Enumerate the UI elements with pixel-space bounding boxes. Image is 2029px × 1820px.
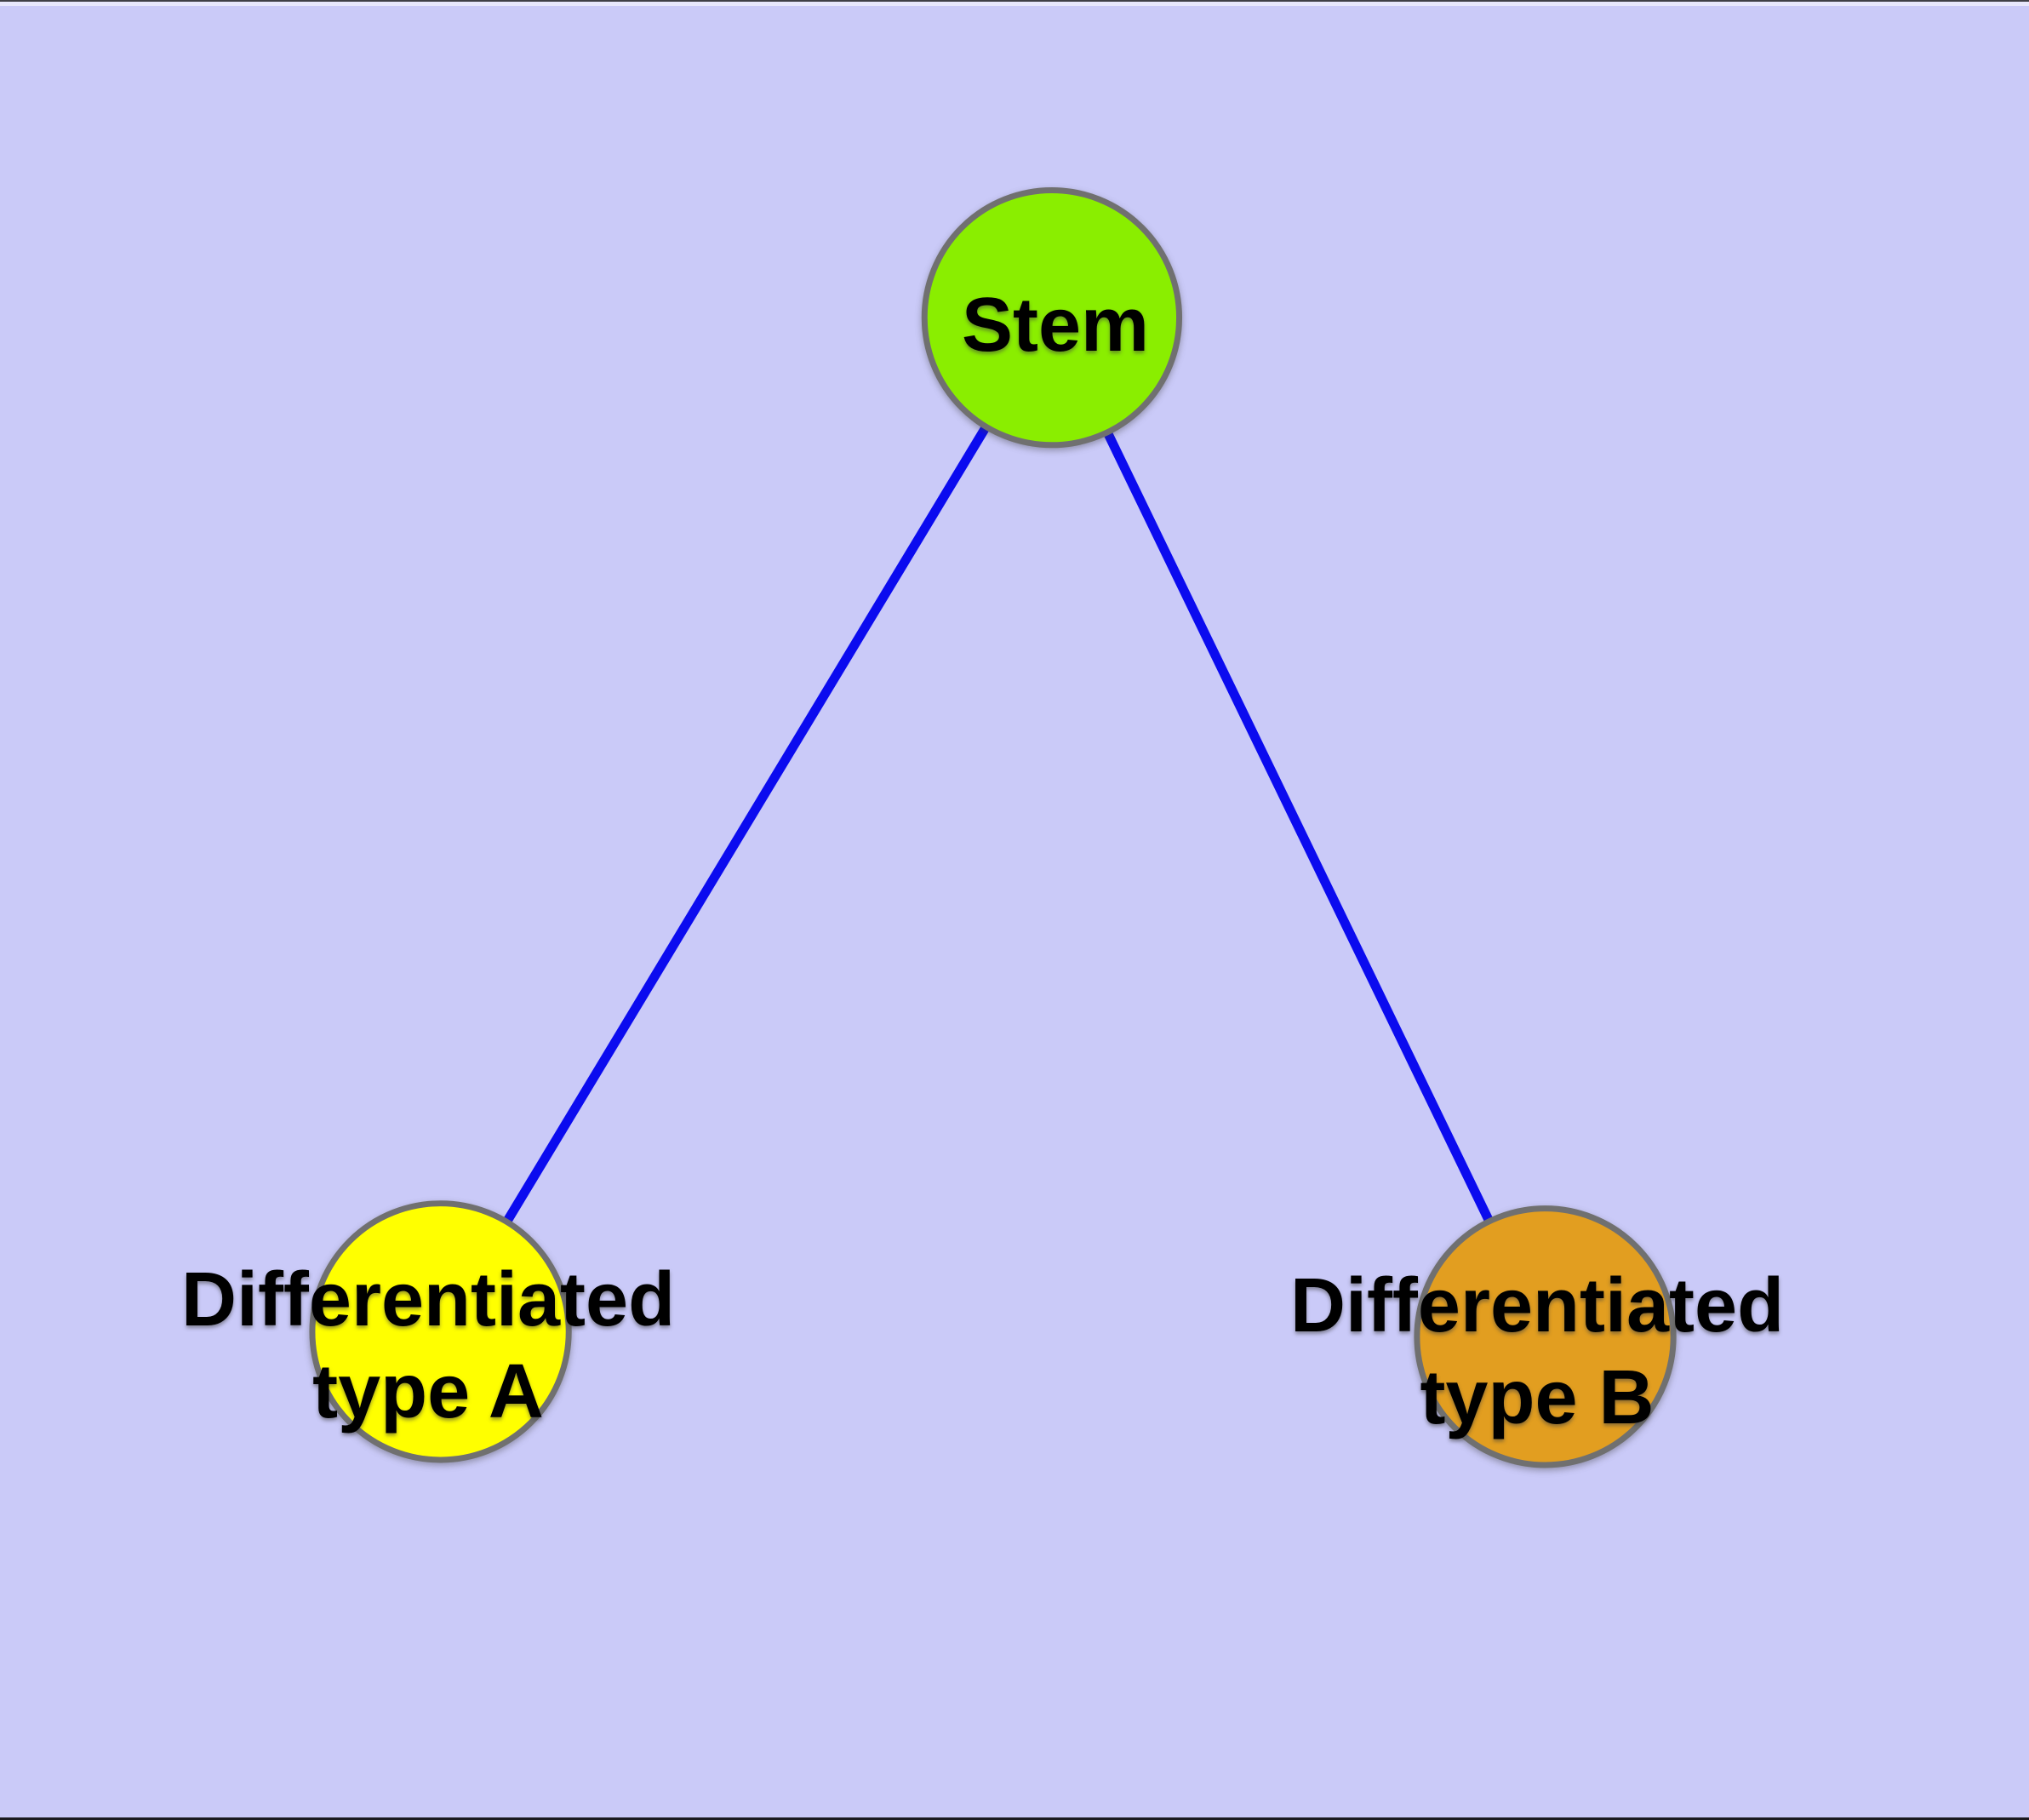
node-stem [921,186,1183,449]
edge-stem-to-type-b [1047,315,1550,1339]
node-differentiated-type-b [1414,1205,1677,1468]
edge-stem-to-type-a [436,315,1056,1335]
node-differentiated-type-a [309,1200,572,1463]
